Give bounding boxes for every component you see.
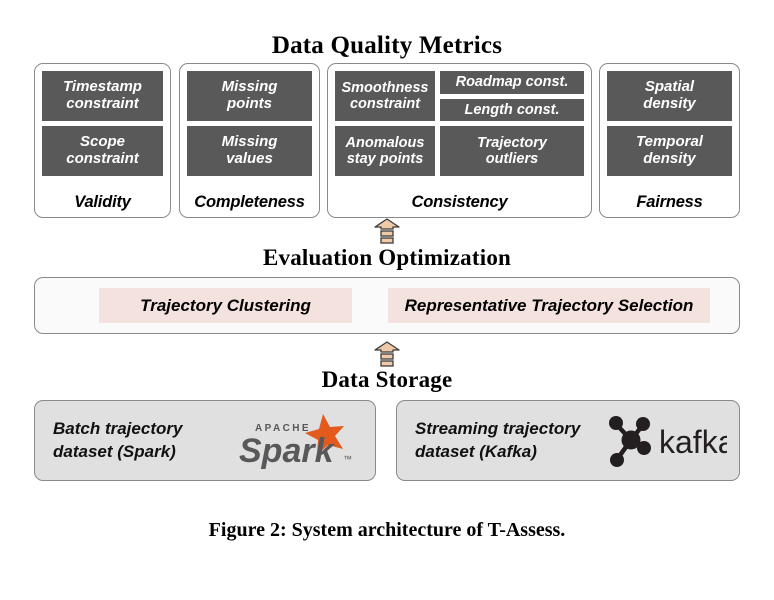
svg-text:APACHE: APACHE [255,423,311,434]
metric-chip-timestamp-constraint[interactable]: Timestamp constraint [42,71,163,121]
metric-chip-missing-points[interactable]: Missing points [187,71,312,121]
evaluation-optimization-title: Evaluation Optimization [262,245,512,270]
data-storage-title: Data Storage [321,367,453,392]
metric-chip-trajectory-outliers[interactable]: Trajectory outliers [440,126,584,176]
metric-chip-missing-values[interactable]: Missing values [187,126,312,176]
metric-chip-temporal-density[interactable]: Temporal density [607,126,732,176]
up-arrow-icon-to-metrics [374,218,400,244]
evaluation-optimization-panel: Trajectory Clustering Representative Tra… [34,277,740,334]
storage-card-batch-label: Batch trajectory dataset (Spark) [53,418,183,461]
svg-text:kafka: kafka [659,424,727,460]
metric-card-consistency[interactable]: Smoothness constraint Anomalous stay poi… [327,63,592,218]
metric-card-label-fairness: Fairness [636,193,703,211]
consistency-column-right: Roadmap const. Length const. Trajectory … [440,71,584,181]
metric-card-label-validity: Validity [74,193,131,211]
storage-card-streaming-kafka[interactable]: Streaming trajectory dataset (Kafka) kaf… [396,400,740,481]
storage-card-batch-spark[interactable]: Batch trajectory dataset (Spark) APACHE … [34,400,376,481]
metric-card-label-consistency: Consistency [411,193,508,211]
apache-spark-logo: APACHE Spark ™ [231,408,363,474]
metric-chip-roadmap-const[interactable]: Roadmap const. [440,71,584,94]
metric-card-fairness[interactable]: Spatial density Temporal density Fairnes… [599,63,740,218]
eval-item-trajectory-clustering[interactable]: Trajectory Clustering [99,288,352,323]
storage-card-streaming-label: Streaming trajectory dataset (Kafka) [415,418,581,461]
metric-chip-smoothness-constraint[interactable]: Smoothness constraint [335,71,435,121]
consistency-column-left: Smoothness constraint Anomalous stay poi… [335,71,435,181]
metric-card-validity[interactable]: Timestamp constraint Scope constraint Va… [34,63,171,218]
consistency-chip-grid: Smoothness constraint Anomalous stay poi… [335,71,584,181]
metric-chip-scope-constraint[interactable]: Scope constraint [42,126,163,176]
svg-text:™: ™ [343,454,352,464]
eval-item-representative-trajectory-selection[interactable]: Representative Trajectory Selection [388,288,710,323]
figure-caption: Figure 2: System architecture of T-Asses… [208,519,566,541]
metric-chip-anomalous-stay-points[interactable]: Anomalous stay points [335,126,435,176]
svg-text:Spark: Spark [239,432,336,470]
metric-card-completeness[interactable]: Missing points Missing values Completene… [179,63,320,218]
data-quality-metrics-title: Data Quality Metrics [271,32,503,59]
metric-card-label-completeness: Completeness [194,193,305,211]
apache-kafka-logo: kafka [601,410,727,472]
metrics-row: Timestamp constraint Scope constraint Va… [34,63,740,218]
up-arrow-icon-to-evaluation [374,341,400,367]
metric-chip-spatial-density[interactable]: Spatial density [607,71,732,121]
metric-chip-length-const[interactable]: Length const. [440,98,584,121]
